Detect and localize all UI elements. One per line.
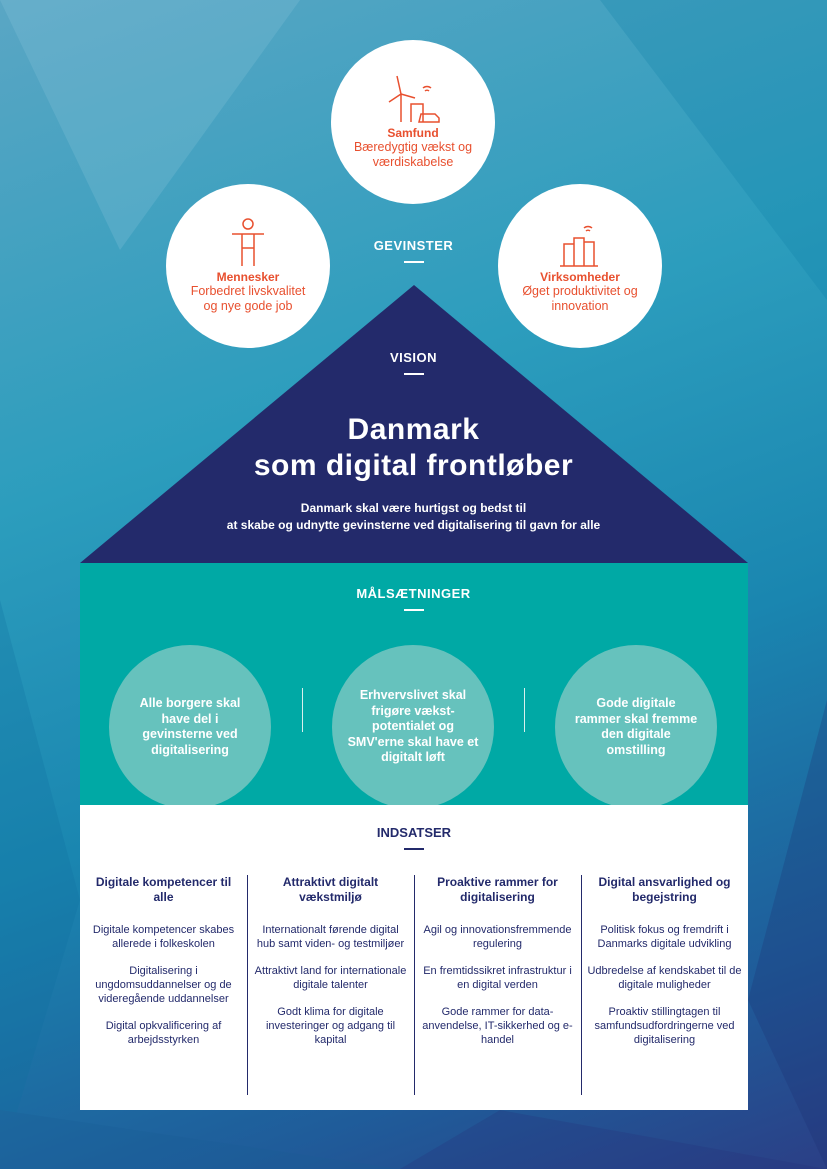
list-item: Gode rammer for data-anvendelse, IT-sikk… [422, 1006, 573, 1046]
benefit-people: Mennesker Forbedret livskvalitet og nye … [166, 184, 330, 348]
list-item: Godt klima for digitale investeringer og… [265, 1006, 396, 1046]
initiative-column: Attraktivt digitalt vækstmiljø Internati… [247, 875, 414, 1060]
benefit-text: Bæredygtig vækst og værdiskabelse [353, 140, 473, 169]
list-item: Digital opkvalificering af arbejdsstyrke… [105, 1020, 222, 1046]
list-item: Internationalt førende digital hub samt … [256, 924, 405, 950]
column-title: Digital ansvarlighed og begejstring [598, 875, 731, 904]
goals-heading: MÅLSÆTNINGER [0, 586, 827, 611]
list-item: Digitalisering i ungdomsuddannelser og d… [95, 965, 232, 1005]
divider [524, 688, 525, 732]
list-item: Attraktivt land for internationale digit… [254, 965, 407, 991]
benefit-title: Virksomheder [540, 270, 620, 284]
column-title: Proaktive rammer for digitalisering [437, 875, 558, 904]
divider [414, 875, 415, 1095]
benefit-title: Samfund [387, 126, 439, 140]
initiative-column: Digitale kompetencer til alle Digitale k… [80, 875, 247, 1060]
list-item: Digitale kompetencer skabes allerede i f… [92, 924, 235, 950]
initiatives-heading: INDSATSER [80, 825, 748, 850]
column-title: Attraktivt digitalt vækstmiljø [282, 875, 379, 904]
divider [302, 688, 303, 732]
benefit-text: Forbedret livskvalitet og nye gode job [190, 284, 306, 313]
benefit-companies: Virksomheder Øget produktivitet og innov… [498, 184, 662, 348]
list-item: En fremtidssikret infrastruktur i en dig… [423, 965, 572, 991]
list-item: Politisk fokus og fremdrift i Danmarks d… [597, 924, 732, 950]
person-icon [232, 218, 264, 266]
list-item: Proaktiv stillingtagen til samfundsudfor… [594, 1006, 735, 1046]
wind-turbine-city-icon [388, 75, 440, 123]
goal-circle: Erhvervslivet skal frigøre vækst-potenti… [332, 645, 494, 809]
column-title: Digitale kompetencer til alle [95, 875, 232, 904]
divider [247, 875, 248, 1095]
vision-heading: VISION [0, 350, 827, 375]
benefit-text: Øget produktivitet og innovation [522, 284, 638, 313]
buildings-icon [560, 225, 598, 267]
benefit-title: Mennesker [216, 270, 280, 284]
initiatives-section: INDSATSER Digitale kompetencer til alle … [80, 805, 748, 1110]
divider [581, 875, 582, 1095]
goal-circle: Alle borgere skal have del i gevinsterne… [109, 645, 271, 809]
initiative-column: Proaktive rammer for digitalisering Agil… [414, 875, 581, 1060]
benefit-society: Samfund Bæredygtig vækst og værdiskabels… [331, 40, 495, 204]
list-item: Udbredelse af kendskabet til de digitale… [587, 965, 742, 991]
list-item: Agil og innovationsfremmende regulering [423, 924, 572, 950]
benefits-heading: GEVINSTER [0, 238, 827, 263]
initiative-column: Digital ansvarlighed og begejstring Poli… [581, 875, 748, 1060]
goal-circle: Gode digitale rammer skal fremme den dig… [555, 645, 717, 809]
